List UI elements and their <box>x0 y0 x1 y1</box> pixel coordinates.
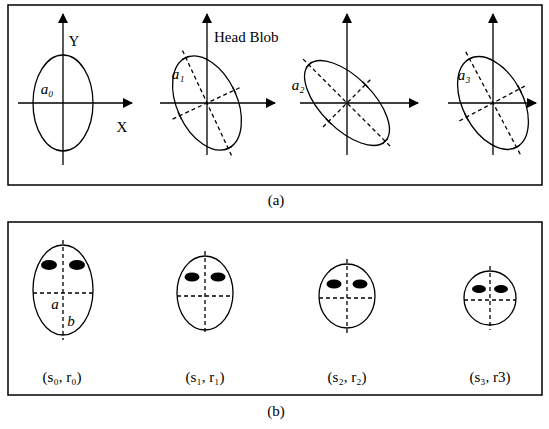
angle-label: a₃ <box>458 68 471 84</box>
horizontal-axis <box>464 299 516 300</box>
axis-tick <box>182 56 189 59</box>
angle-label: a₀ <box>41 82 54 98</box>
eye <box>353 280 368 289</box>
major-axis <box>303 59 391 147</box>
eye <box>327 280 342 289</box>
head-ellipse <box>290 46 403 159</box>
panel-frame <box>8 222 542 395</box>
minor-axis <box>323 79 371 127</box>
scale-ratio-label: (s₀, r₀) <box>43 370 82 386</box>
axis-tick <box>363 82 369 88</box>
face-figure <box>319 259 375 333</box>
axis-length-label: a <box>51 297 59 313</box>
panel-caption: (a) <box>268 193 285 209</box>
scale-ratio-label: (s₁, r₁) <box>186 370 225 386</box>
figure-title: Head Blob <box>214 30 279 46</box>
axis-label: X <box>117 120 128 136</box>
axis-length-label: b <box>67 314 75 330</box>
rotated-blob <box>432 34 549 172</box>
eye <box>69 260 85 270</box>
eye <box>185 273 200 282</box>
y-axis <box>492 14 493 155</box>
panel-caption: (b) <box>267 404 285 420</box>
axis-tick <box>513 145 520 149</box>
scale-ratio-label: (s₃, r3) <box>469 370 510 386</box>
face-figure <box>177 251 233 335</box>
face-figure <box>33 240 93 340</box>
horizontal-axis <box>33 292 93 293</box>
eye <box>494 285 508 293</box>
eye <box>472 285 486 293</box>
axis-tick <box>465 114 469 121</box>
horizontal-axis <box>177 295 233 296</box>
axis-tick <box>466 57 473 61</box>
head-blob-figure <box>432 14 549 172</box>
minor-axis <box>173 87 242 119</box>
x-axis <box>300 102 418 103</box>
scale-ratio-label: (s₂, r₂) <box>328 370 367 386</box>
panel-frame <box>8 5 542 185</box>
eye <box>211 273 226 282</box>
vertical-axis <box>489 266 490 330</box>
vertical-axis <box>62 240 63 340</box>
face-figure <box>464 266 516 330</box>
angle-label: a₂ <box>292 78 305 94</box>
minor-axis <box>459 85 526 121</box>
vertical-axis <box>346 259 347 333</box>
axis-tick <box>518 85 522 92</box>
axis-label: Y <box>69 34 80 50</box>
axis-tick <box>225 147 232 150</box>
y-axis <box>206 14 207 155</box>
head-ellipse <box>443 45 543 161</box>
axis-tick <box>306 62 312 68</box>
vertical-axis <box>204 251 205 335</box>
rotated-blob <box>279 35 415 171</box>
head-blob-figure <box>18 14 132 165</box>
head-blob-figure <box>279 14 418 171</box>
axis-tick <box>326 119 332 125</box>
x-axis <box>160 102 275 103</box>
axis-tick <box>178 112 181 119</box>
angle-label: a₁ <box>172 67 185 83</box>
head-ellipse <box>159 45 256 161</box>
axis-tick <box>232 87 235 94</box>
axis-tick <box>382 138 388 144</box>
y-axis <box>346 14 347 155</box>
y-axis <box>62 14 63 165</box>
x-axis <box>18 102 132 103</box>
eye <box>41 260 57 270</box>
horizontal-axis <box>319 297 375 298</box>
rotated-blob <box>148 34 266 171</box>
